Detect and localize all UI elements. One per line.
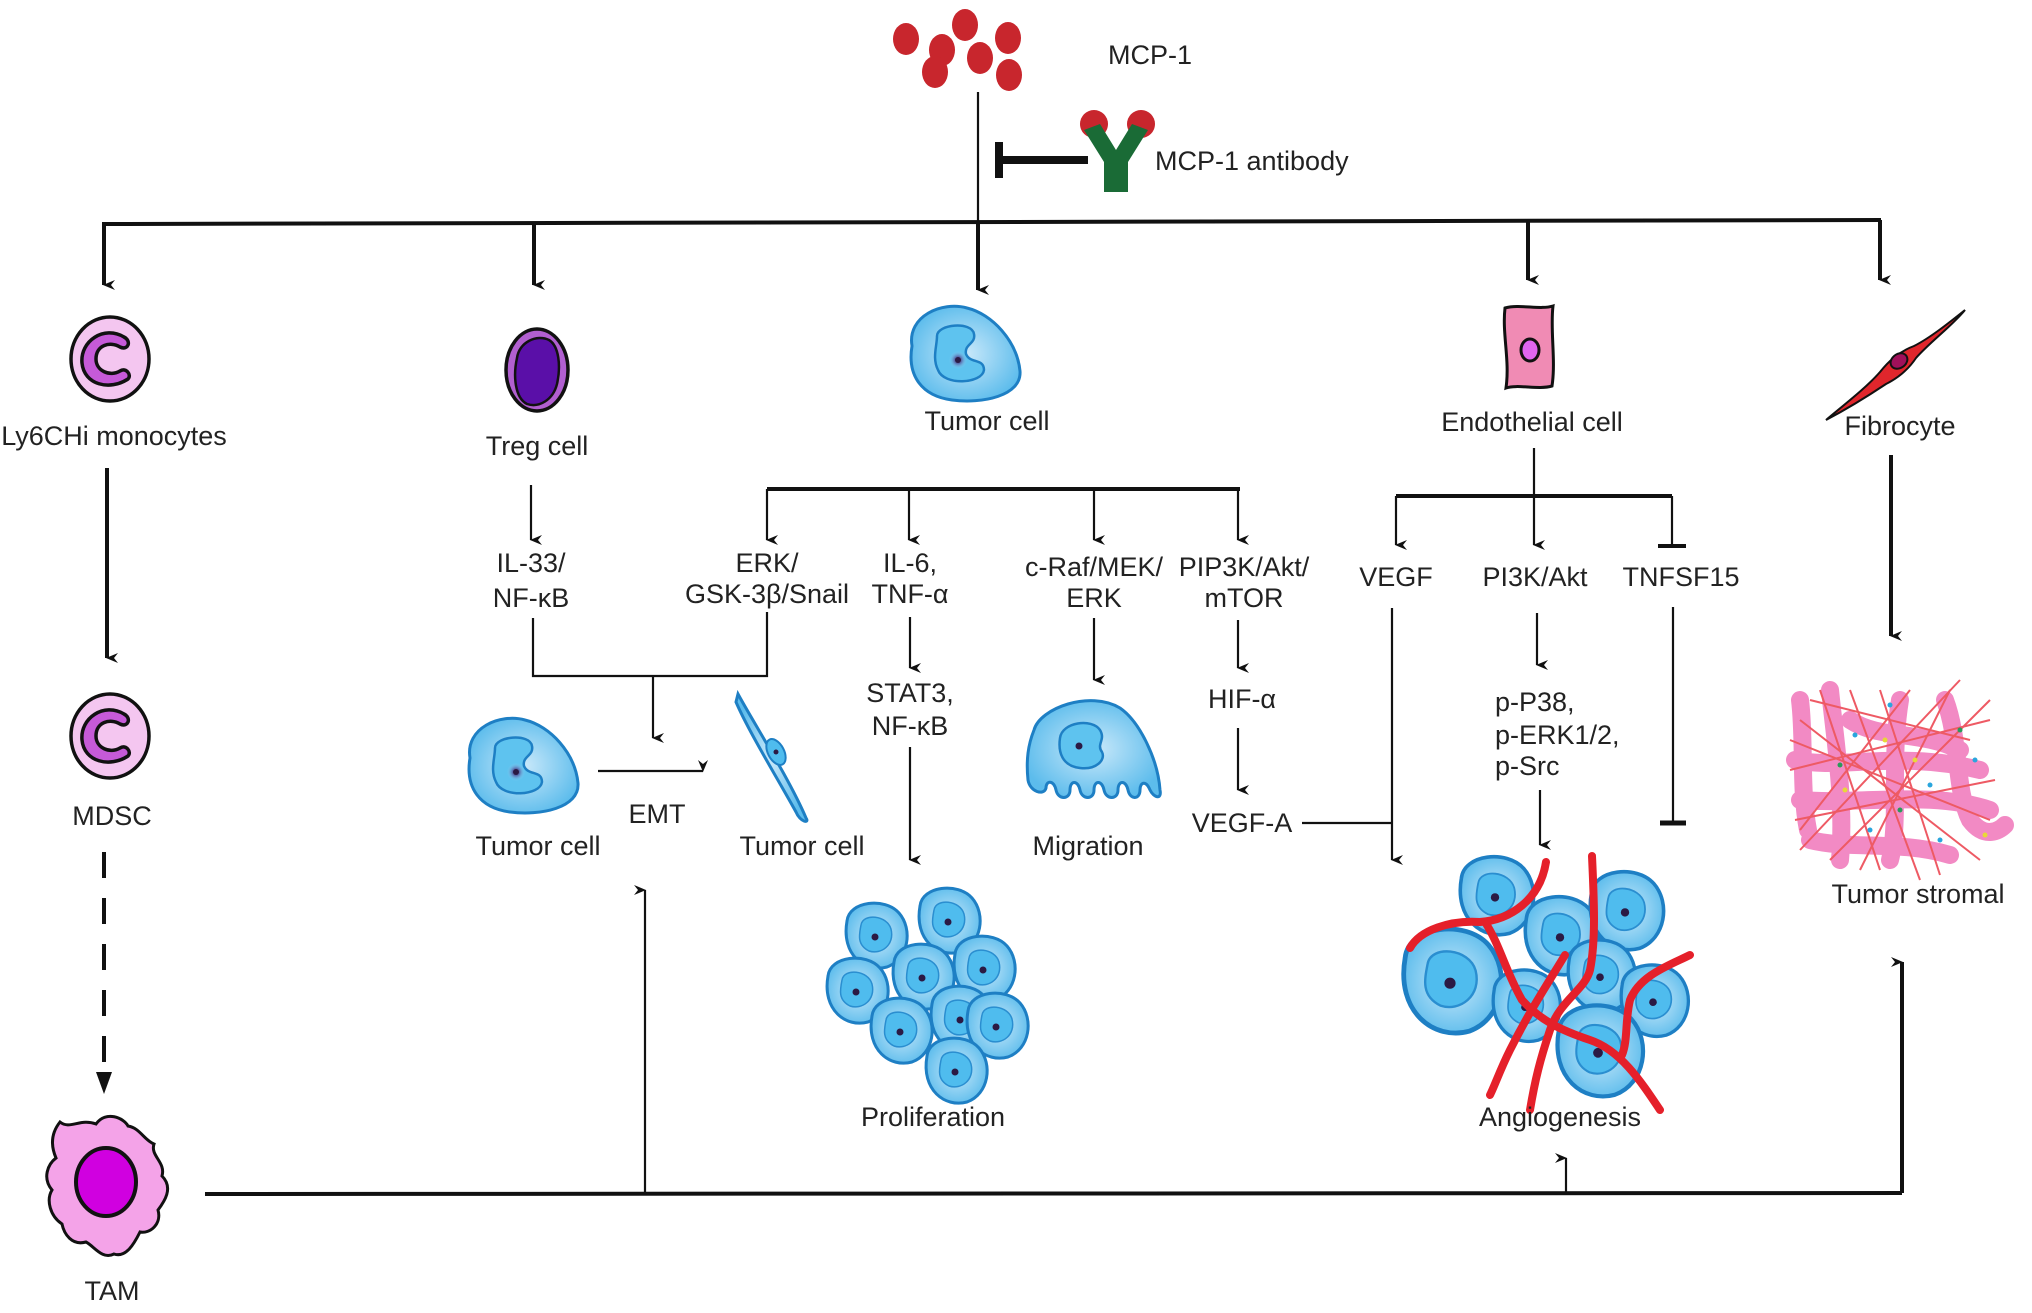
- arrowhead-tam: [96, 1072, 112, 1094]
- erk-line1: ERK/: [735, 548, 799, 578]
- stromal-label: Tumor stromal: [1831, 879, 2004, 909]
- pip3k-line1: PIP3K/Akt/: [1179, 552, 1310, 582]
- tumor-cell-label: Tumor cell: [924, 406, 1049, 436]
- vegfa-label: VEGF-A: [1192, 808, 1293, 838]
- migrating-tumor-cell-icon: [1025, 699, 1162, 799]
- monocyte-label: Ly6CHi monocytes: [1, 421, 227, 451]
- hif-label: HIF-α: [1208, 684, 1276, 714]
- il6-line1: IL-6,: [883, 548, 937, 578]
- mdsc-icon: [69, 692, 151, 780]
- monocyte-icon: [69, 315, 151, 403]
- il33-label-line2: NF-κB: [493, 583, 570, 613]
- tumor-cell-before-emt-icon: [467, 716, 580, 815]
- mesenchymal-tumor-cell-icon: [734, 689, 809, 823]
- il6-line2: TNF-α: [871, 579, 948, 609]
- stat3-line2: NF-κB: [872, 711, 949, 741]
- treg-label: Treg cell: [486, 431, 589, 461]
- tumor-cell-icon: [909, 304, 1022, 403]
- emt-from-label: Tumor cell: [475, 831, 600, 861]
- mcp1-label: MCP-1: [1108, 40, 1192, 70]
- vegf-label: VEGF: [1359, 562, 1433, 592]
- downstream-line3: p-Src: [1495, 751, 1560, 781]
- fibrocyte-label: Fibrocyte: [1844, 411, 1955, 441]
- emt-label: EMT: [629, 799, 686, 829]
- stat3-line1: STAT3,: [866, 678, 954, 708]
- tam-label: TAM: [85, 1276, 140, 1306]
- craf-line2: ERK: [1066, 583, 1122, 613]
- angiogenesis-cluster-icon: [1404, 852, 1694, 1114]
- craf-line1: c-Raf/MEK/: [1025, 552, 1164, 582]
- mcp1-distribution-bar: [103, 218, 1882, 226]
- emt-to-label: Tumor cell: [739, 831, 864, 861]
- angiogenesis-label: Angiogenesis: [1479, 1102, 1641, 1132]
- mcp1-antibody-label: MCP-1 antibody: [1155, 146, 1349, 176]
- merge-to-emt-line: [531, 612, 769, 678]
- tnfsf15-label: TNFSF15: [1622, 562, 1739, 592]
- tam-icon: [45, 1114, 170, 1257]
- endothelial-cell-icon: [1502, 303, 1555, 391]
- proliferation-label: Proliferation: [861, 1102, 1005, 1132]
- fibrocyte-icon: [1825, 309, 1966, 421]
- treg-icon: [504, 327, 570, 413]
- tam-effect-bar: [204, 1191, 1903, 1196]
- downstream-line2: p-ERK1/2,: [1495, 720, 1620, 750]
- inhibition-symbol: [995, 142, 1088, 178]
- tumor-stroma-icon: [1786, 679, 2014, 881]
- downstream-line1: p-P38,: [1495, 687, 1575, 717]
- pi3k-label: PI3K/Akt: [1482, 562, 1588, 592]
- endothelial-label: Endothelial cell: [1441, 407, 1623, 437]
- pip3k-line2: mTOR: [1205, 583, 1284, 613]
- proliferation-cluster-icon: [825, 886, 1030, 1105]
- migration-label: Migration: [1032, 831, 1143, 861]
- mcp1-ligand-icon: [893, 9, 1022, 91]
- erk-line2: GSK-3β/Snail: [685, 579, 849, 609]
- mcp1-antibody-icon: [1080, 110, 1155, 192]
- il33-label-line1: IL-33/: [496, 548, 566, 578]
- mdsc-label: MDSC: [72, 801, 152, 831]
